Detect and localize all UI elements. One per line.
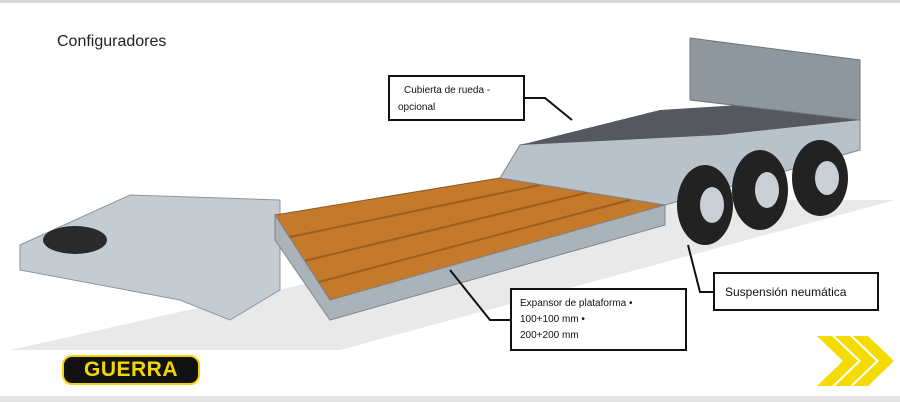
callout-text: 100+100 mm • — [520, 314, 585, 325]
deck-plank-line — [299, 191, 591, 263]
callout-text: 200+200 mm — [520, 330, 579, 341]
callout-suspension: Suspensión neumática — [713, 272, 879, 311]
callout-text: opcional — [398, 102, 436, 113]
deck-plank-line — [284, 184, 541, 239]
guerra-logo: GUERRA — [62, 355, 200, 385]
callout-text: Expansor de plataforma • — [520, 298, 633, 309]
callout-platform-expander: Expansor de plataforma • 100+100 mm • 20… — [510, 288, 687, 351]
deck-plank-line — [314, 199, 631, 284]
wheel-rim — [755, 172, 779, 208]
leader-line-expander — [449, 269, 510, 321]
spare-wheel — [43, 226, 107, 254]
wheel-rim — [815, 161, 839, 195]
chevron-arrows-icon — [817, 336, 894, 386]
rear-deck — [520, 105, 860, 145]
callout-text: Cubierta de rueda - — [404, 85, 491, 96]
rear-gate — [689, 37, 861, 121]
callout-text: Suspensión neumática — [725, 285, 847, 299]
gooseneck — [19, 194, 281, 321]
leader-line-suspension — [687, 244, 713, 293]
callout-wheel-cover: Cubierta de rueda - opcional — [388, 75, 525, 121]
deck-side — [274, 204, 666, 321]
wheel-rim — [700, 187, 724, 223]
slide-top-border — [0, 0, 900, 3]
leader-line-wheel-cover — [524, 97, 573, 121]
slide-bottom-border — [0, 396, 900, 402]
slide-title: Configuradores — [57, 33, 167, 50]
